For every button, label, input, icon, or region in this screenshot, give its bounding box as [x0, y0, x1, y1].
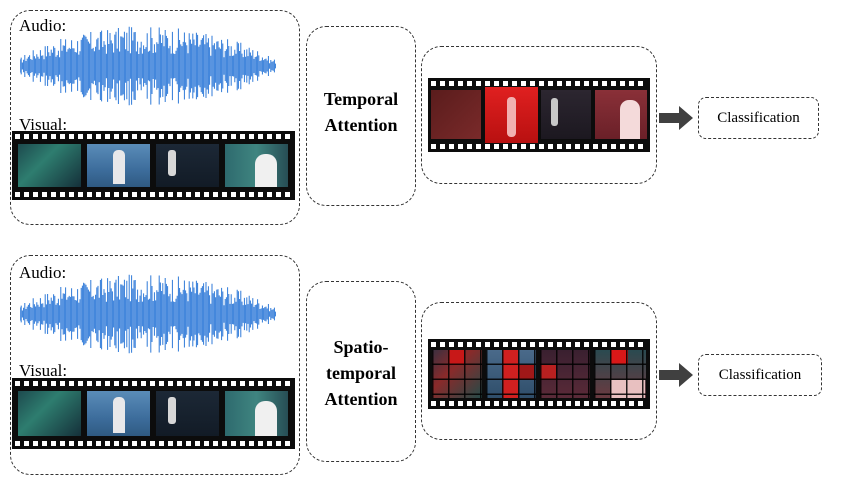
audio-label: Audio:	[19, 263, 67, 282]
attended-frame-1	[431, 90, 481, 139]
visual-label: Visual:	[19, 115, 68, 134]
video-frame-4	[225, 144, 288, 187]
video-frame-2	[87, 391, 150, 436]
attended-grid-frame-3	[540, 350, 590, 398]
attended-filmstrip-temporal	[428, 78, 650, 152]
visual-filmstrip	[12, 131, 295, 200]
attention-title-line-1: Spatio-	[333, 337, 389, 357]
attention-title-line-2: temporal	[326, 363, 396, 383]
waveform-path	[20, 26, 276, 106]
attended-frame-4	[595, 90, 647, 139]
video-frame-1	[18, 144, 81, 187]
visual-filmstrip	[12, 378, 295, 449]
audio-label: Audio:	[19, 16, 67, 35]
input-panel-spatiotemporal	[10, 255, 300, 475]
right-arrow-icon	[659, 106, 693, 130]
attended-frame-3	[541, 90, 591, 139]
audio-waveform-icon	[20, 26, 276, 106]
output-panel-temporal	[421, 46, 657, 184]
video-frame-4	[225, 391, 288, 436]
video-frame-3	[156, 391, 219, 436]
output-panel-spatiotemporal	[421, 302, 657, 440]
classification-output-2: Classification	[698, 354, 822, 396]
attention-title-line-3: Attention	[324, 389, 398, 409]
attended-frame-2	[485, 87, 538, 143]
video-frame-3	[156, 144, 219, 187]
spatiotemporal-attention-title: Spatio- temporal Attention	[306, 334, 416, 412]
right-arrow-icon	[659, 363, 693, 387]
temporal-attention-title: Temporal Attention	[306, 86, 416, 138]
attended-grid-frame-2	[486, 350, 536, 398]
attention-panel-spatiotemporal	[306, 281, 416, 462]
attended-grid-frame-1	[432, 350, 482, 398]
input-panel-temporal	[10, 10, 300, 225]
audio-waveform-icon	[20, 274, 276, 354]
attention-title-line-2: Attention	[324, 115, 398, 135]
waveform-path	[20, 274, 276, 354]
attended-filmstrip-spatiotemporal	[428, 339, 650, 409]
visual-label: Visual:	[19, 361, 68, 380]
video-frame-1	[18, 391, 81, 436]
attention-title-line-1: Temporal	[323, 89, 399, 109]
attention-panel-temporal	[306, 26, 416, 206]
attended-grid-frame-4	[594, 350, 646, 398]
video-frame-2	[87, 144, 150, 187]
classification-output-1: Classification	[698, 97, 819, 139]
